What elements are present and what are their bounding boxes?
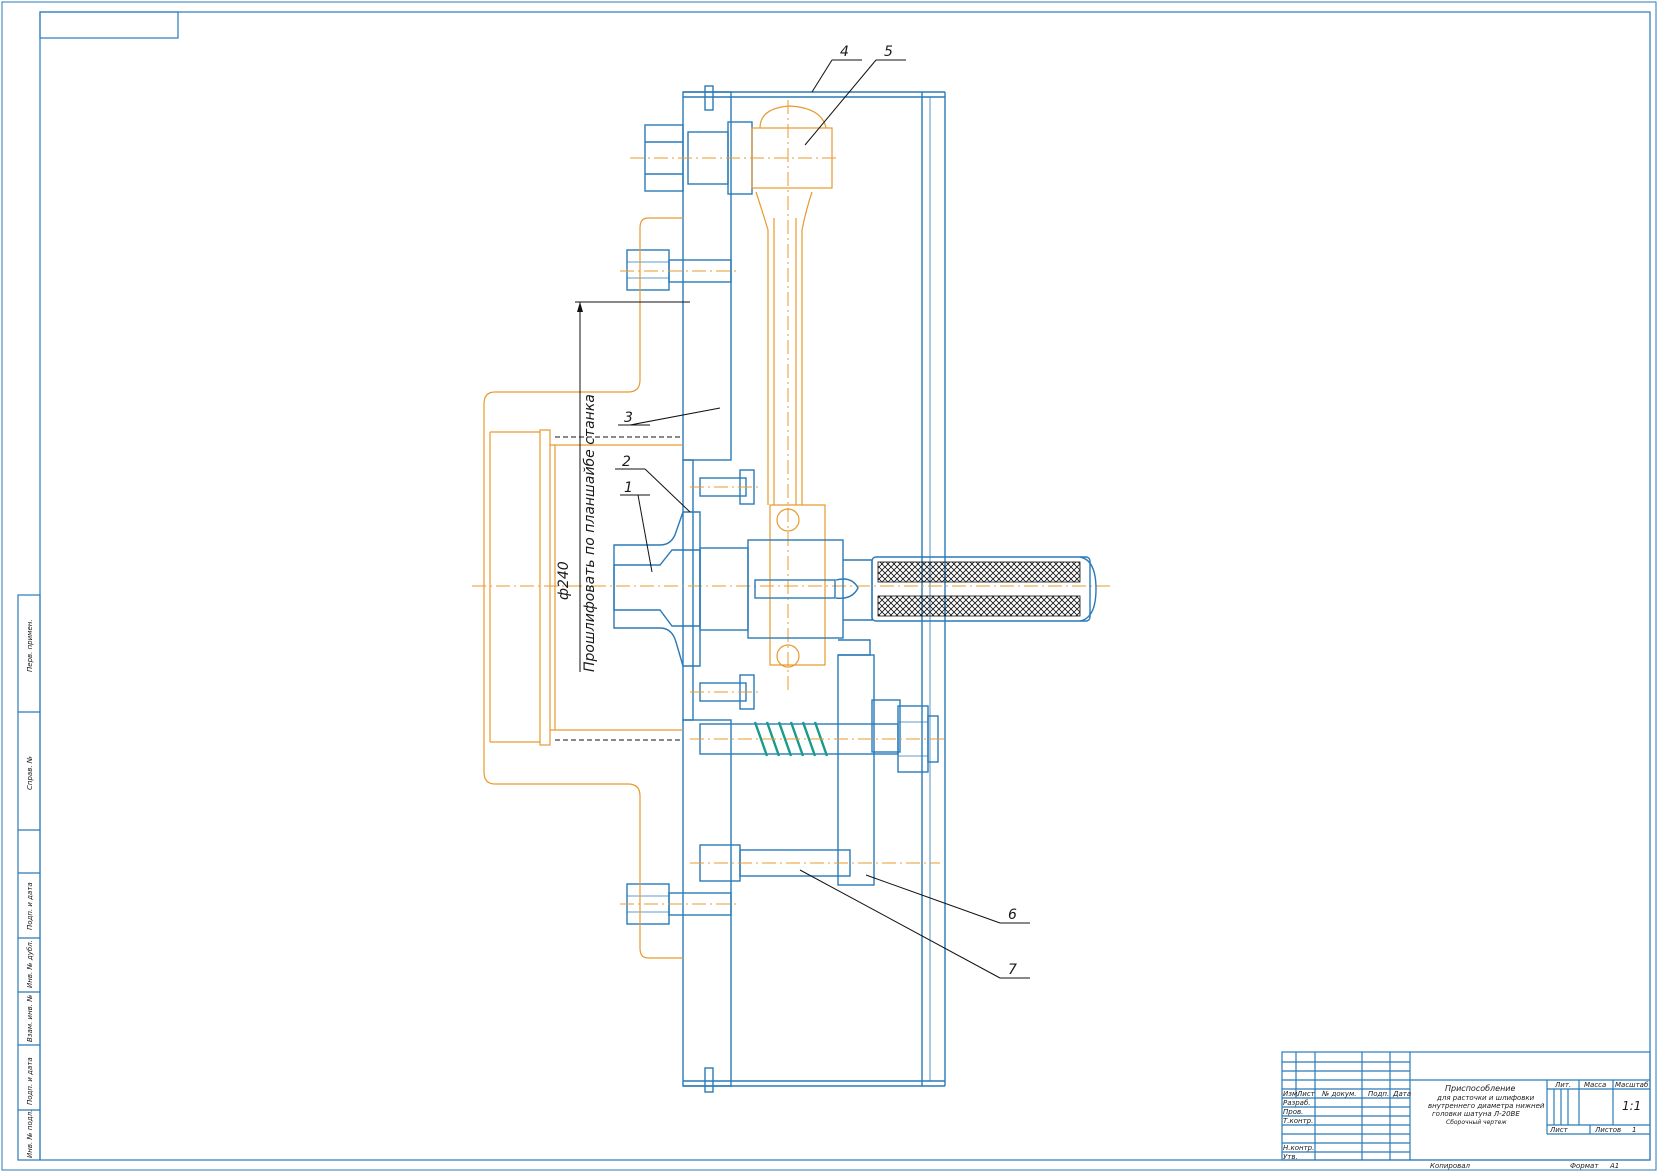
sheet-inner-frame xyxy=(39,11,1651,1161)
callout-6-label: 6 xyxy=(1008,907,1017,923)
spring-stud xyxy=(690,705,945,773)
rev-header-list: Лист xyxy=(1296,1090,1316,1098)
rev-header-sign: Подп. xyxy=(1368,1090,1389,1098)
callout-4: 4 xyxy=(811,44,862,93)
connecting-rod-outline xyxy=(755,100,827,690)
role-developer: Разраб. xyxy=(1283,1099,1311,1107)
lit-label: Лит. xyxy=(1554,1081,1571,1089)
diameter-dimension-text: ф240 xyxy=(556,561,572,600)
callout-1-label: 1 xyxy=(624,480,633,496)
sheets-value: 1 xyxy=(1632,1126,1636,1134)
side-stamp-field: Перв. примен. xyxy=(26,619,34,672)
role-approved: Утв. xyxy=(1283,1153,1298,1161)
callout-5: 5 xyxy=(804,44,906,146)
format-label: Формат xyxy=(1570,1162,1599,1170)
mass-label: Масса xyxy=(1584,1081,1606,1089)
side-stamp-field: Инв. № дубл. xyxy=(26,940,34,988)
callout-6: 6 xyxy=(865,874,1030,924)
copied-label: Копировал xyxy=(1430,1162,1471,1170)
lower-small-screw xyxy=(690,674,760,710)
bottom-screw xyxy=(690,844,940,882)
scale-label: Масштаб xyxy=(1615,1081,1649,1089)
rev-header-doc: № докум. xyxy=(1321,1090,1357,1098)
scale-value: 1:1 xyxy=(1622,1099,1641,1113)
knurled-handle xyxy=(871,556,1097,622)
side-stamp-field: Подп. и дата xyxy=(26,1057,34,1105)
pin-bottom xyxy=(704,1067,714,1093)
upper-bolt xyxy=(620,249,740,291)
grinding-note: Прошлифовать по планшайбе станка xyxy=(582,394,598,672)
side-stamp: Перв. примен. Справ. № Подп. и дата Инв.… xyxy=(17,594,41,1161)
doc-type: Сборочный чертеж xyxy=(1446,1119,1507,1126)
callout-3: 3 xyxy=(618,407,721,426)
housing-shell xyxy=(683,91,946,1087)
callout-1: 1 xyxy=(620,480,653,573)
sheets-label: Листов xyxy=(1594,1126,1621,1134)
upper-small-screw xyxy=(690,469,760,505)
rev-header-izm: Изм. xyxy=(1283,1090,1299,1098)
side-stamp-field: Инв. № подл. xyxy=(26,1110,34,1158)
callout-7-label: 7 xyxy=(1008,962,1017,978)
pin-top xyxy=(704,85,714,111)
top-bolt-assembly xyxy=(630,121,840,195)
callout-2: 2 xyxy=(615,454,691,513)
title-line-4: головки шатуна Л-20ВЕ xyxy=(1432,1110,1520,1118)
role-norm-control: Н.контр. xyxy=(1283,1144,1314,1152)
faceplate-section xyxy=(682,91,732,1087)
callout-5-label: 5 xyxy=(884,44,893,60)
clamp-body xyxy=(837,639,901,886)
callout-2-label: 2 xyxy=(622,454,631,470)
title-block: Изм. Лист № докум. Подп. Дата Разраб. Пр… xyxy=(1281,1051,1651,1170)
callout-7: 7 xyxy=(799,869,1030,979)
callout-4-label: 4 xyxy=(840,44,849,60)
diameter-dimension: ф240 Прошлифовать по планшайбе станка xyxy=(556,301,690,672)
title-line-3: внутреннего диаметра нижней xyxy=(1428,1102,1545,1110)
lower-bolt xyxy=(620,883,740,925)
assembly-view: ф240 Прошлифовать по планшайбе станка xyxy=(472,85,1110,1093)
machine-spindle-outline xyxy=(472,217,1110,959)
title-line-2: для расточки и шлифовки xyxy=(1436,1094,1535,1102)
central-shaft-part xyxy=(613,511,873,667)
side-stamp-field: Справ. № xyxy=(26,756,34,790)
top-left-stamp-box xyxy=(39,11,179,39)
side-stamp-field: Подп. и дата xyxy=(26,882,34,930)
role-checker: Пров. xyxy=(1283,1108,1303,1116)
side-stamp-field: Взам. инв. № xyxy=(26,994,34,1042)
rev-header-date: Дата xyxy=(1392,1090,1411,1098)
callout-3-label: 3 xyxy=(624,410,633,426)
title-line-1: Приспособление xyxy=(1445,1084,1516,1093)
format-value: А1 xyxy=(1609,1162,1619,1170)
role-tech-control: Т.контр. xyxy=(1283,1117,1313,1125)
sheet-label: Лист xyxy=(1549,1126,1569,1134)
